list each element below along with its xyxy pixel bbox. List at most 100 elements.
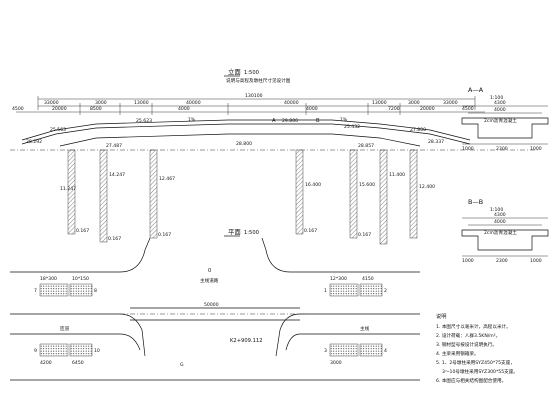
stair-block xyxy=(39,283,69,297)
plan-view: 平面 1:500 50000 K2+909.112 0 主线道路 G 匝道 主线 xyxy=(10,228,420,381)
elevation-value: 25.432 xyxy=(344,124,360,130)
pier xyxy=(409,149,418,239)
notes-title: 说明 xyxy=(436,312,446,320)
sub-span-label: 4000 xyxy=(306,106,318,112)
span-label: 33000 xyxy=(44,100,59,106)
bridge-plan xyxy=(130,307,300,321)
stair-block xyxy=(329,343,359,357)
plan-scale: 1:500 xyxy=(244,230,259,236)
plan-dim: 6450 xyxy=(72,360,84,366)
elevation-view: 立面 1:500 说明与高程及墩柱尺寸见设计图 130100 33000 300… xyxy=(10,67,540,245)
section-aa-scale: 1:100 xyxy=(490,95,503,101)
bridge-girder-bottom xyxy=(59,133,421,147)
sub-span-label: 4500 xyxy=(12,106,24,112)
pier xyxy=(295,149,304,235)
pier xyxy=(67,149,76,235)
bb-bottom-dim: 1000 xyxy=(462,258,474,264)
elevation-value: 25.563 xyxy=(50,127,66,133)
stair-block xyxy=(39,343,69,357)
plan-dim: 4200 xyxy=(40,360,52,366)
bb-mid-width: 4000 xyxy=(494,219,506,225)
dim-total: 130100 xyxy=(245,93,263,99)
stair-block xyxy=(69,283,93,297)
block-number: 1 xyxy=(324,288,327,294)
block-number: 4 xyxy=(384,348,387,354)
elevation-labels: 25.563 28.292 27.487 25.623 28.800 29.80… xyxy=(26,118,444,149)
pile-elevation: 11.247 xyxy=(60,186,76,192)
bb-top-width: 4300 xyxy=(494,212,506,218)
lane-label: 匝道 xyxy=(60,325,70,332)
aa-bottom-dim: 1000 xyxy=(530,146,542,152)
block-number: 7 xyxy=(34,288,37,294)
plan-dim: 4150 xyxy=(362,276,374,282)
plan-title: 平面 xyxy=(228,228,241,236)
slope-label: 1% xyxy=(188,117,196,123)
plan-dim: 18*300 xyxy=(40,276,57,282)
lane-label: 主线 xyxy=(360,325,370,332)
notes: 说明 1. 本图尺寸以毫米计，高程以米计。 2. 设计荷载：人群3.5KN/m²… xyxy=(436,312,518,384)
plan-dim: 3000 xyxy=(330,360,342,366)
stair-blocks xyxy=(39,283,383,357)
section-bb: B—B 1:100 4300 4000 2cm沥青混凝土 1000 2300 1… xyxy=(461,198,549,264)
piers xyxy=(67,149,418,245)
bridge-deck-top xyxy=(21,119,471,141)
elevation-scale: 1:500 xyxy=(244,70,259,76)
block-number: 10 xyxy=(94,348,100,354)
span-label: 3000 xyxy=(95,100,107,106)
station: K2+909.112 xyxy=(230,338,263,344)
block-number: 3 xyxy=(324,348,327,354)
pier xyxy=(99,149,108,243)
block-labels: 7 8 9 10 1 2 3 4 xyxy=(34,288,387,354)
elevation-value: 28.337 xyxy=(428,139,444,145)
lane-label: G xyxy=(180,362,184,368)
section-bb-title: B—B xyxy=(468,198,483,206)
road-edge xyxy=(285,333,420,351)
plan-dim: 10*150 xyxy=(72,276,89,282)
note-item: 3. 钢材型号按设计说明执行。 xyxy=(436,341,497,348)
pier xyxy=(349,149,358,239)
pile-labels: 11.247 14.247 12.467 16.400 15.600 11.40… xyxy=(60,172,435,242)
stair-block xyxy=(329,283,359,297)
elevation-value: 29.800 xyxy=(282,118,298,124)
section-mark-a: A xyxy=(272,118,276,124)
bb-box-section xyxy=(461,229,549,251)
section-mark-b: B xyxy=(316,118,320,124)
pier xyxy=(379,149,388,245)
pile-elevation: 12.400 xyxy=(419,184,435,190)
sub-span-labels: 4500 20000 8500 4000 4000 7200 20000 450… xyxy=(12,106,474,112)
elevation-value: 28.292 xyxy=(26,139,42,145)
span-label: 13000 xyxy=(134,100,149,106)
pile-bottom: 0.167 xyxy=(108,236,121,242)
slope-label-right: 1% xyxy=(340,117,348,123)
aa-bottom-dim: 2300 xyxy=(496,146,508,152)
block-number: 8 xyxy=(94,288,97,294)
span-label: 13000 xyxy=(372,100,387,106)
section-aa: A—A 1:100 4300 4000 2cm沥青混凝土 1000 2300 1… xyxy=(461,86,549,152)
aa-mid-width: 4000 xyxy=(494,107,506,113)
elevation-value: 27.487 xyxy=(106,143,122,149)
stair-block xyxy=(359,283,383,297)
stair-block xyxy=(69,343,93,357)
road-label: 主线道路 xyxy=(200,277,219,284)
dim-ticks xyxy=(37,96,476,115)
span-label: 40000 xyxy=(284,100,299,106)
span-label: 40000 xyxy=(186,100,201,106)
span-labels: 33000 3000 13000 40000 40000 13000 3000 … xyxy=(44,100,458,106)
stair-block xyxy=(359,343,383,357)
pile-elevation: 14.247 xyxy=(109,172,125,178)
elevation-title: 立面 xyxy=(228,67,241,76)
plan-span: 50000 xyxy=(204,302,219,308)
sub-span-label: 20000 xyxy=(420,106,435,112)
pier xyxy=(149,149,158,239)
plan-dims: 18*300 10*150 12*300 4150 4200 6450 3000 xyxy=(40,276,374,366)
aa-bottom-dim: 1000 xyxy=(462,146,474,152)
pile-elevation: 16.400 xyxy=(305,182,321,188)
pile-bottom: 0.167 xyxy=(76,228,89,234)
plan-center: 0 xyxy=(208,268,211,274)
bb-layer: 2cm沥青混凝土 xyxy=(484,229,517,236)
pile-elevation: 12.467 xyxy=(159,176,175,182)
sub-span-label: 20000 xyxy=(52,106,67,112)
note-item: 2. 设计荷载：人群3.5KN/m²。 xyxy=(436,332,500,339)
bb-bottom-dim: 1000 xyxy=(530,258,542,264)
